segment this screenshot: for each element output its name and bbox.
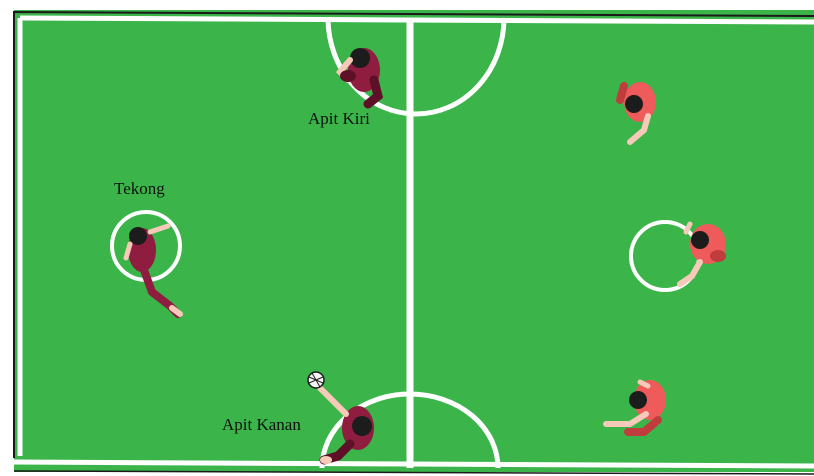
label-apit-kiri: Apit Kiri	[308, 109, 370, 128]
label-tekong: Tekong	[114, 179, 165, 198]
sepak-takraw-ball-icon	[308, 372, 324, 388]
label-apit-kanan: Apit Kanan	[222, 415, 301, 434]
